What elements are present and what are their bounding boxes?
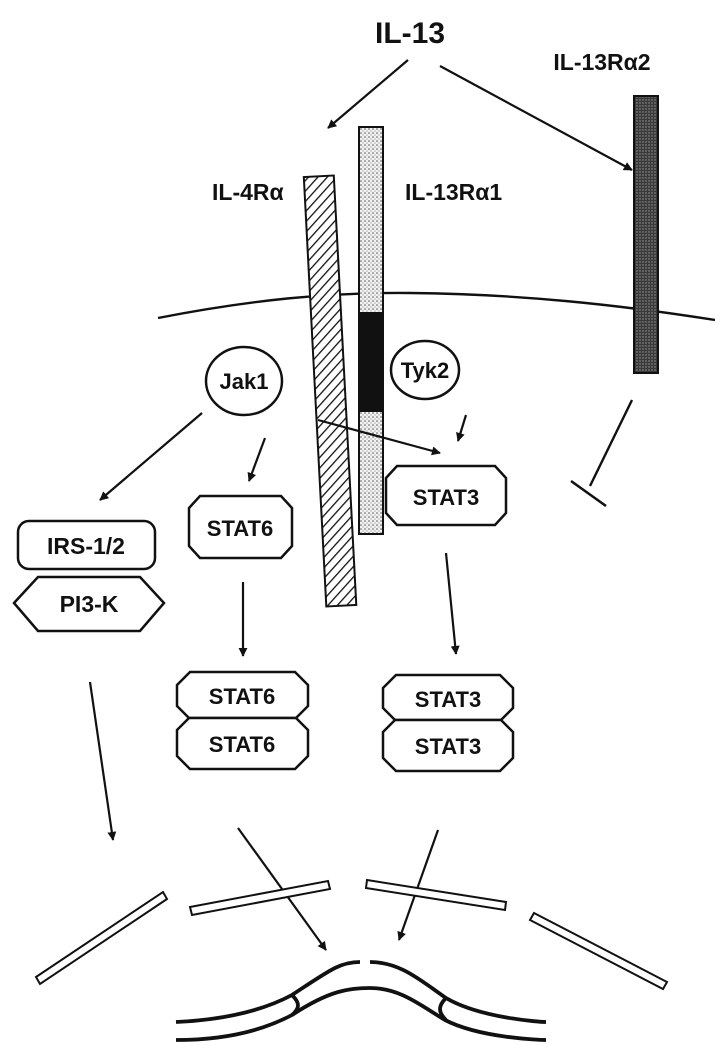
stat6-monomer-node: STAT6 bbox=[189, 496, 292, 558]
stat6-dimer-node: STAT6 STAT6 bbox=[177, 672, 308, 769]
il13ra2-label: IL-13Rα2 bbox=[553, 49, 650, 75]
tyk2-label: Tyk2 bbox=[401, 358, 450, 383]
ligand-to-il13ra2-arrow bbox=[440, 66, 632, 170]
plasma-membrane bbox=[158, 293, 715, 320]
jak1-label: Jak1 bbox=[220, 369, 269, 394]
il13-ligand-label: IL-13 bbox=[375, 17, 445, 50]
il4ra-label: IL-4Rα bbox=[212, 179, 284, 205]
pi3k-to-nucleus-arrow bbox=[90, 682, 113, 840]
stat6-dimer-bottom-label: STAT6 bbox=[209, 732, 275, 757]
pi3k-node: PI3-K bbox=[14, 577, 164, 631]
jak1-to-irs-arrow bbox=[100, 413, 202, 500]
stat6-dimer-top-label: STAT6 bbox=[209, 684, 275, 709]
tyk2-to-stat3-arrow bbox=[458, 415, 466, 441]
il13ra2-inhibition-line bbox=[571, 400, 632, 506]
stat3-to-dimer-arrow bbox=[446, 553, 456, 654]
il13ra2-receptor-bar bbox=[634, 96, 658, 373]
dna-strands bbox=[176, 962, 546, 1040]
stat3-monomer-label: STAT3 bbox=[413, 485, 479, 510]
jak1-to-stat6-arrow bbox=[249, 438, 265, 481]
nuclear-envelope bbox=[36, 880, 667, 989]
pi3k-label: PI3-K bbox=[60, 591, 119, 617]
jak1-node: Jak1 bbox=[206, 347, 282, 415]
il4ra-receptor-bar bbox=[304, 176, 356, 607]
ligand-to-il4ra-arrow bbox=[328, 60, 408, 128]
stat3-dimer-bottom-label: STAT3 bbox=[415, 734, 481, 759]
il13ra1-receptor-bar bbox=[359, 127, 383, 534]
tyk2-node: Tyk2 bbox=[391, 341, 459, 399]
stat3-dimer-node: STAT3 STAT3 bbox=[383, 675, 513, 771]
stat3-dimer-top-label: STAT3 bbox=[415, 687, 481, 712]
il13ra1-label: IL-13Rα1 bbox=[405, 179, 502, 205]
irs-node: IRS-1/2 bbox=[18, 521, 155, 569]
stat3-monomer-node: STAT3 bbox=[386, 466, 506, 525]
irs-label: IRS-1/2 bbox=[47, 533, 125, 559]
stat6-monomer-label: STAT6 bbox=[207, 516, 273, 541]
